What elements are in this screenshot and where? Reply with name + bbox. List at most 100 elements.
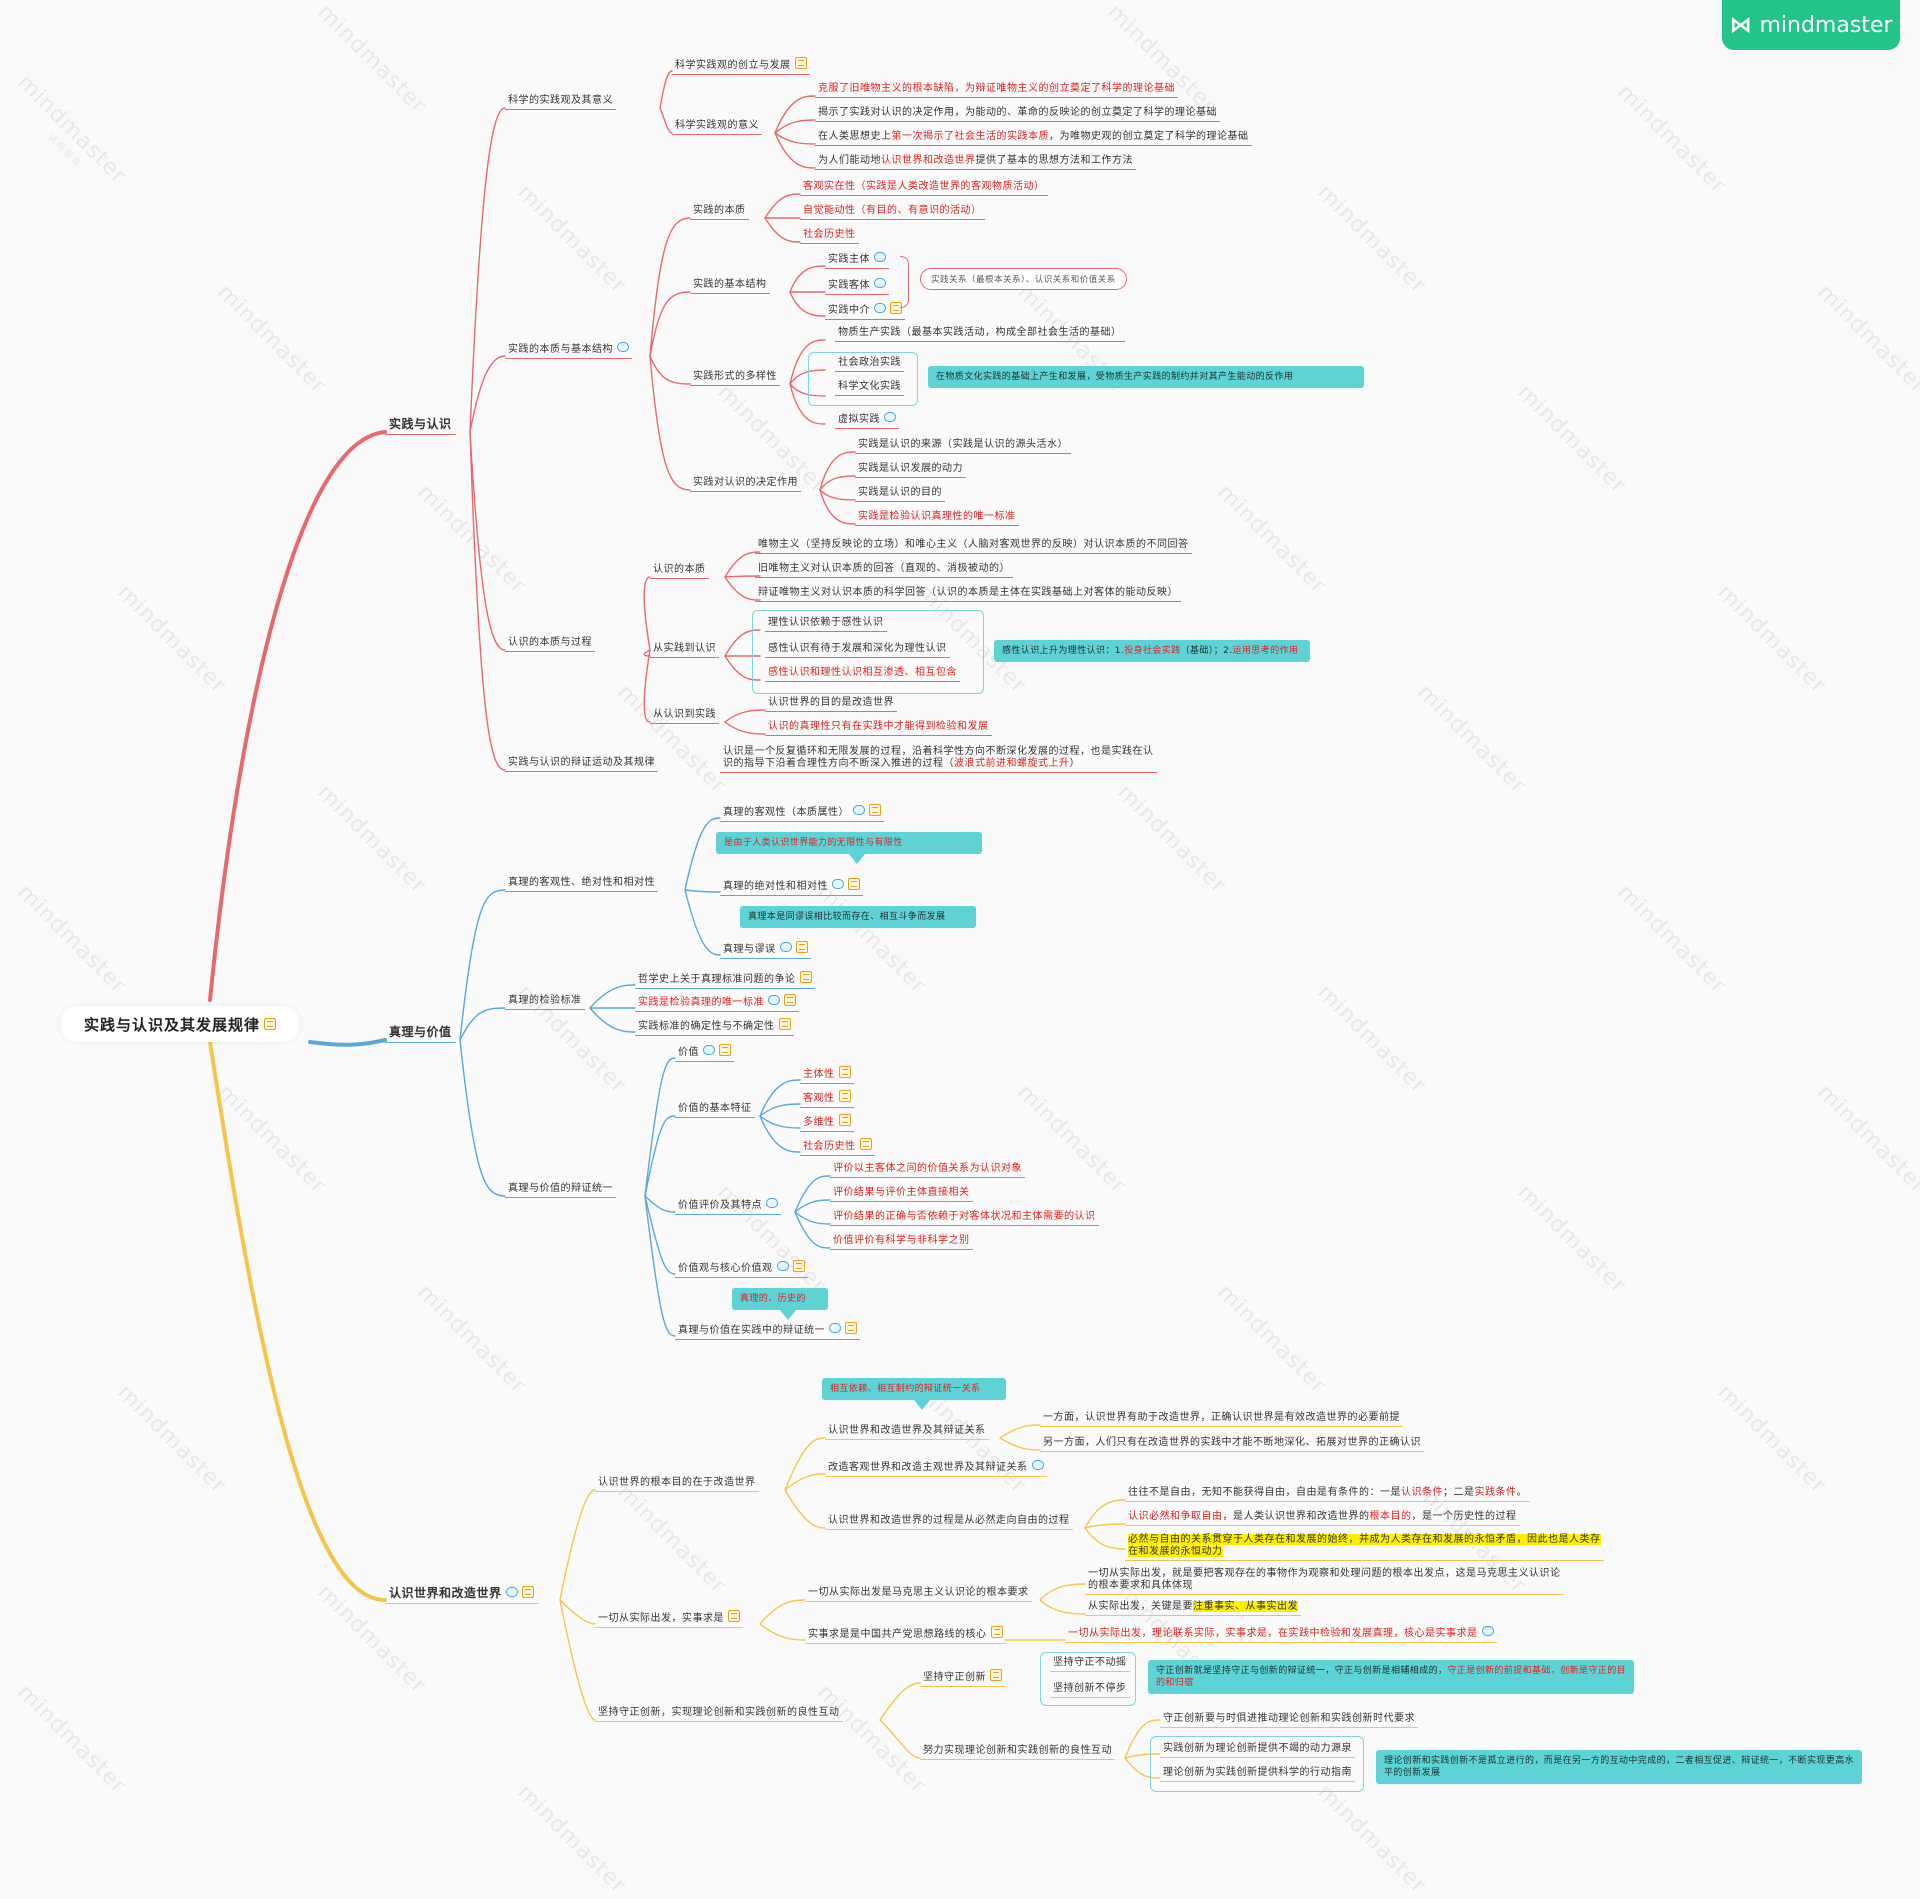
topic-g1-c3[interactable]: 必然与自由的关系贯穿于人类存在和发展的始终，并成为人类存在和发展的永恒矛盾，因此…: [1125, 1534, 1604, 1561]
topic-sci-view-b4[interactable]: 为人们能动地认识世界和改造世界提供了基本的思想方法和工作方法: [815, 154, 1136, 170]
topic-truth-absolute[interactable]: 真理的绝对性和相对性: [720, 878, 863, 896]
topic-g3-b1[interactable]: 守正创新要与时俱进推动理论创新和实践创新时代要求: [1160, 1712, 1418, 1728]
topic-nature-1[interactable]: 客观实在性（实践是人类改造世界的客观物质活动）: [800, 180, 1048, 196]
topic-g1-c2[interactable]: 认识必然和争取自由，是人类认识世界和改造世界的根本目的，是一个历史性的过程: [1125, 1510, 1520, 1526]
topic-essence[interactable]: 实践的本质与基本结构: [505, 342, 632, 359]
topic-test-b[interactable]: 实践是检验真理的唯一标准: [635, 994, 799, 1012]
topic-value-view[interactable]: 价值观与核心价值观: [675, 1260, 808, 1278]
topic-feat-1[interactable]: 主体性: [800, 1066, 854, 1084]
topic-g2-a[interactable]: 一切从实际出发是马克思主义认识论的根本要求: [805, 1586, 1032, 1602]
topic-feat-2[interactable]: 客观性: [800, 1090, 854, 1108]
topic-form-virtual[interactable]: 虚拟实践: [835, 412, 899, 429]
topic-truth-tri[interactable]: 真理的客观性、绝对性和相对性: [505, 876, 658, 892]
topic-p2c-3[interactable]: 感性认识和理性认识相互渗透、相互包含: [765, 666, 960, 682]
g3-a-callout[interactable]: 守正创新就是坚持守正与创新的辩证统一，守正与创新是相辅相成的，守正是创新的前提和…: [1148, 1660, 1634, 1694]
topic-law-detail[interactable]: 认识是一个反复循环和无限发展的过程，沿着科学性方向不断深化发展的过程，也是实践在…: [720, 746, 1157, 773]
topic-p2c-1[interactable]: 理性认识依赖于感性认识: [765, 616, 887, 632]
topic-decisive[interactable]: 实践对认识的决定作用: [690, 476, 801, 492]
topic-practice-to-cog[interactable]: 从实践到认识: [650, 642, 719, 658]
topic-world-g1[interactable]: 认识世界的根本目的在于改造世界: [595, 1476, 759, 1492]
topic-value[interactable]: 价值: [675, 1044, 734, 1062]
topic-object[interactable]: 实践客体: [825, 278, 889, 295]
topic-test-a[interactable]: 哲学史上关于真理标准问题的争论: [635, 971, 815, 989]
topic-g3-b[interactable]: 努力实现理论创新和实践创新的良性互动: [920, 1744, 1115, 1760]
topic-sci-view[interactable]: 科学的实践观及其意义: [505, 94, 616, 110]
topic-sci-view-b2[interactable]: 揭示了实践对认识的决定作用，为能动的、革命的反映论的创立奠定了科学的理论基础: [815, 106, 1220, 122]
topic-g1-a2[interactable]: 另一方面，人们只有在改造世界的实践中才能不断地深化、拓展对世界的正确认识: [1040, 1436, 1424, 1452]
topic-g3-a[interactable]: 坚持守正创新: [920, 1669, 1005, 1687]
topic-test-c[interactable]: 实践标准的确定性与不确定性: [635, 1018, 794, 1036]
topic-eval-3[interactable]: 评价结果的正确与否依赖于对客体状况和主体需要的认识: [830, 1210, 1099, 1226]
topic-g1-a[interactable]: 认识世界和改造世界及其辩证关系: [825, 1424, 989, 1440]
topic-decisive-1[interactable]: 实践是认识的来源（实践是认识的源头活水）: [855, 438, 1071, 454]
topic-g2-b[interactable]: 实事求是是中国共产党思想路线的核心: [805, 1626, 1006, 1644]
topic-nature[interactable]: 实践的本质: [690, 204, 749, 220]
topic-cog-e2[interactable]: 旧唯物主义对认识本质的回答（直观的、消极被动的）: [755, 562, 1013, 578]
topic-cog-e3[interactable]: 辩证唯物主义对认识本质的科学回答（认识的本质是主体在实践基础上对客体的能动反映）: [755, 586, 1181, 602]
topic-truth-error[interactable]: 真理与谬误: [720, 941, 811, 959]
topic-nature-2[interactable]: 自觉能动性（有目的、有意识的活动）: [800, 204, 985, 220]
value-view-callout[interactable]: 真理的、历史的: [732, 1288, 828, 1320]
topic-decisive-4[interactable]: 实践是检验认识真理性的唯一标准: [855, 510, 1019, 526]
p2c-callout[interactable]: 感性认识上升为理性认识：1.投身社会实践（基础）；2.运用思考的作用: [994, 640, 1310, 662]
topic-truth-value-dialectic[interactable]: 真理与价值在实践中的辩证统一: [675, 1322, 860, 1340]
topic-truth-unity[interactable]: 真理与价值的辩证统一: [505, 1182, 616, 1198]
topic-p2c-2[interactable]: 感性认识有待于发展和深化为理性认识: [765, 642, 950, 658]
topic-form-material[interactable]: 物质生产实践（最基本实践活动，构成全部社会生活的基础）: [835, 326, 1125, 342]
topic-truth-test[interactable]: 真理的检验标准: [505, 994, 585, 1010]
topic-sci-view-b3[interactable]: 在人类思想史上第一次揭示了社会生活的实践本质，为唯物史观的创立奠定了科学的理论基…: [815, 130, 1252, 146]
topic-c2p-1[interactable]: 认识世界的目的是改造世界: [765, 696, 897, 712]
topic-cognition[interactable]: 认识的本质与过程: [505, 636, 595, 652]
topic-g3-a2[interactable]: 坚持创新不停步: [1050, 1682, 1130, 1698]
world-g1-callout[interactable]: 相互依赖、相互制约的辩证统一关系: [822, 1378, 1006, 1410]
topic-feat-4[interactable]: 社会历史性: [800, 1138, 875, 1156]
brand-badge[interactable]: ⋈ mindmaster: [1722, 0, 1900, 50]
truth-objective-callout[interactable]: 是由于人类认识世界能力的无限性与有限性: [716, 832, 982, 864]
topic-sci-view-b1[interactable]: 克服了旧唯物主义的根本缺陷，为辩证唯物主义的创立奠定了科学的理论基础: [815, 82, 1178, 98]
topic-decisive-3[interactable]: 实践是认识的目的: [855, 486, 945, 502]
relation-summary[interactable]: 实践关系（最根本关系）、认识关系和价值关系: [920, 268, 1127, 290]
topic-subject[interactable]: 实践主体: [825, 252, 889, 269]
topic-g1-c1[interactable]: 往往不是自由，无知不能获得自由，自由是有条件的：一是认识条件；二是实践条件。: [1125, 1486, 1530, 1502]
topic-cog-essence[interactable]: 认识的本质: [650, 563, 709, 579]
topic-g3-a1[interactable]: 坚持守正不动摇: [1050, 1656, 1130, 1672]
topic-truth-objective[interactable]: 真理的客观性（本质属性）: [720, 804, 884, 822]
topic-world[interactable]: 认识世界和改造世界: [385, 1586, 538, 1604]
brand-name: mindmaster: [1759, 12, 1893, 38]
topic-law[interactable]: 实践与认识的辩证运动及其规律: [505, 756, 658, 772]
topic-cog-to-practice[interactable]: 从认识到实践: [650, 708, 719, 724]
topic-world-g3[interactable]: 坚持守正创新，实现理论创新和实践创新的良性互动: [595, 1706, 843, 1722]
topic-g3-b2[interactable]: 实践创新为理论创新提供不竭的动力源泉: [1160, 1742, 1355, 1758]
topic-g3-b3[interactable]: 理论创新为实践创新提供科学的行动指南: [1160, 1766, 1355, 1782]
topic-g1-c[interactable]: 认识世界和改造世界的过程是从必然走向自由的过程: [825, 1514, 1073, 1530]
topic-c2p-2[interactable]: 认识的真理性只有在实践中才能得到检验和发展: [765, 720, 992, 736]
topic-practice[interactable]: 实践与认识: [385, 418, 456, 435]
topic-value-feature[interactable]: 价值的基本特征: [675, 1102, 755, 1118]
forms-callout[interactable]: 在物质文化实践的基础上产生和发展，受物质生产实践的制约并对其产生能动的反作用: [928, 366, 1364, 388]
topic-g2-b1[interactable]: 一切从实际出发，理论联系实际，实事求是，在实践中检验和发展真理，核心是实事求是: [1065, 1626, 1497, 1643]
topic-g1-a1[interactable]: 一方面，认识世界有助于改造世界，正确认识世界是有效改造世界的必要前提: [1040, 1411, 1403, 1427]
topic-form-cultural[interactable]: 科学文化实践: [835, 380, 904, 396]
topic-form-political[interactable]: 社会政治实践: [835, 356, 904, 372]
topic-truth[interactable]: 真理与价值: [385, 1026, 456, 1043]
root-topic[interactable]: 实践与认识及其发展规律: [60, 1006, 300, 1042]
g3-b-callout[interactable]: 理论创新和实践创新不是孤立进行的，而是在另一方的互动中完成的，二者相互促进、辩证…: [1376, 1750, 1862, 1784]
topic-world-g2[interactable]: 一切从实际出发，实事求是: [595, 1610, 743, 1628]
topic-eval-2[interactable]: 评价结果与评价主体直接相关: [830, 1186, 973, 1202]
topic-forms[interactable]: 实践形式的多样性: [690, 370, 780, 386]
truth-absolute-callout[interactable]: 真理本是同谬误相比较而存在、相互斗争而发展: [740, 906, 976, 928]
topic-eval-4[interactable]: 价值评价有科学与非科学之别: [830, 1234, 973, 1250]
topic-decisive-2[interactable]: 实践是认识发展的动力: [855, 462, 966, 478]
topic-structure[interactable]: 实践的基本结构: [690, 278, 770, 294]
topic-sci-view-a[interactable]: 科学实践观的创立与发展: [672, 57, 810, 75]
topic-medium[interactable]: 实践中介: [825, 302, 905, 320]
topic-value-eval[interactable]: 价值评价及其特点: [675, 1198, 781, 1215]
topic-feat-3[interactable]: 多维性: [800, 1114, 854, 1132]
topic-nature-3[interactable]: 社会历史性: [800, 228, 859, 244]
topic-sci-view-b[interactable]: 科学实践观的意义: [672, 119, 762, 135]
topic-eval-1[interactable]: 评价以主客体之间的价值关系为认识对象: [830, 1162, 1025, 1178]
topic-g2-a2[interactable]: 从实际出发，关键是要注重事实、从事实出发: [1085, 1600, 1301, 1616]
topic-g2-a1[interactable]: 一切从实际出发，就是要把客观存在的事物作为观察和处理问题的根本出发点，这是马克思…: [1085, 1568, 1564, 1595]
topic-cog-e1[interactable]: 唯物主义（坚持反映论的立场）和唯心主义（人脑对客观世界的反映）对认识本质的不同回…: [755, 538, 1192, 554]
topic-g1-b[interactable]: 改造客观世界和改造主观世界及其辩证关系: [825, 1460, 1047, 1477]
